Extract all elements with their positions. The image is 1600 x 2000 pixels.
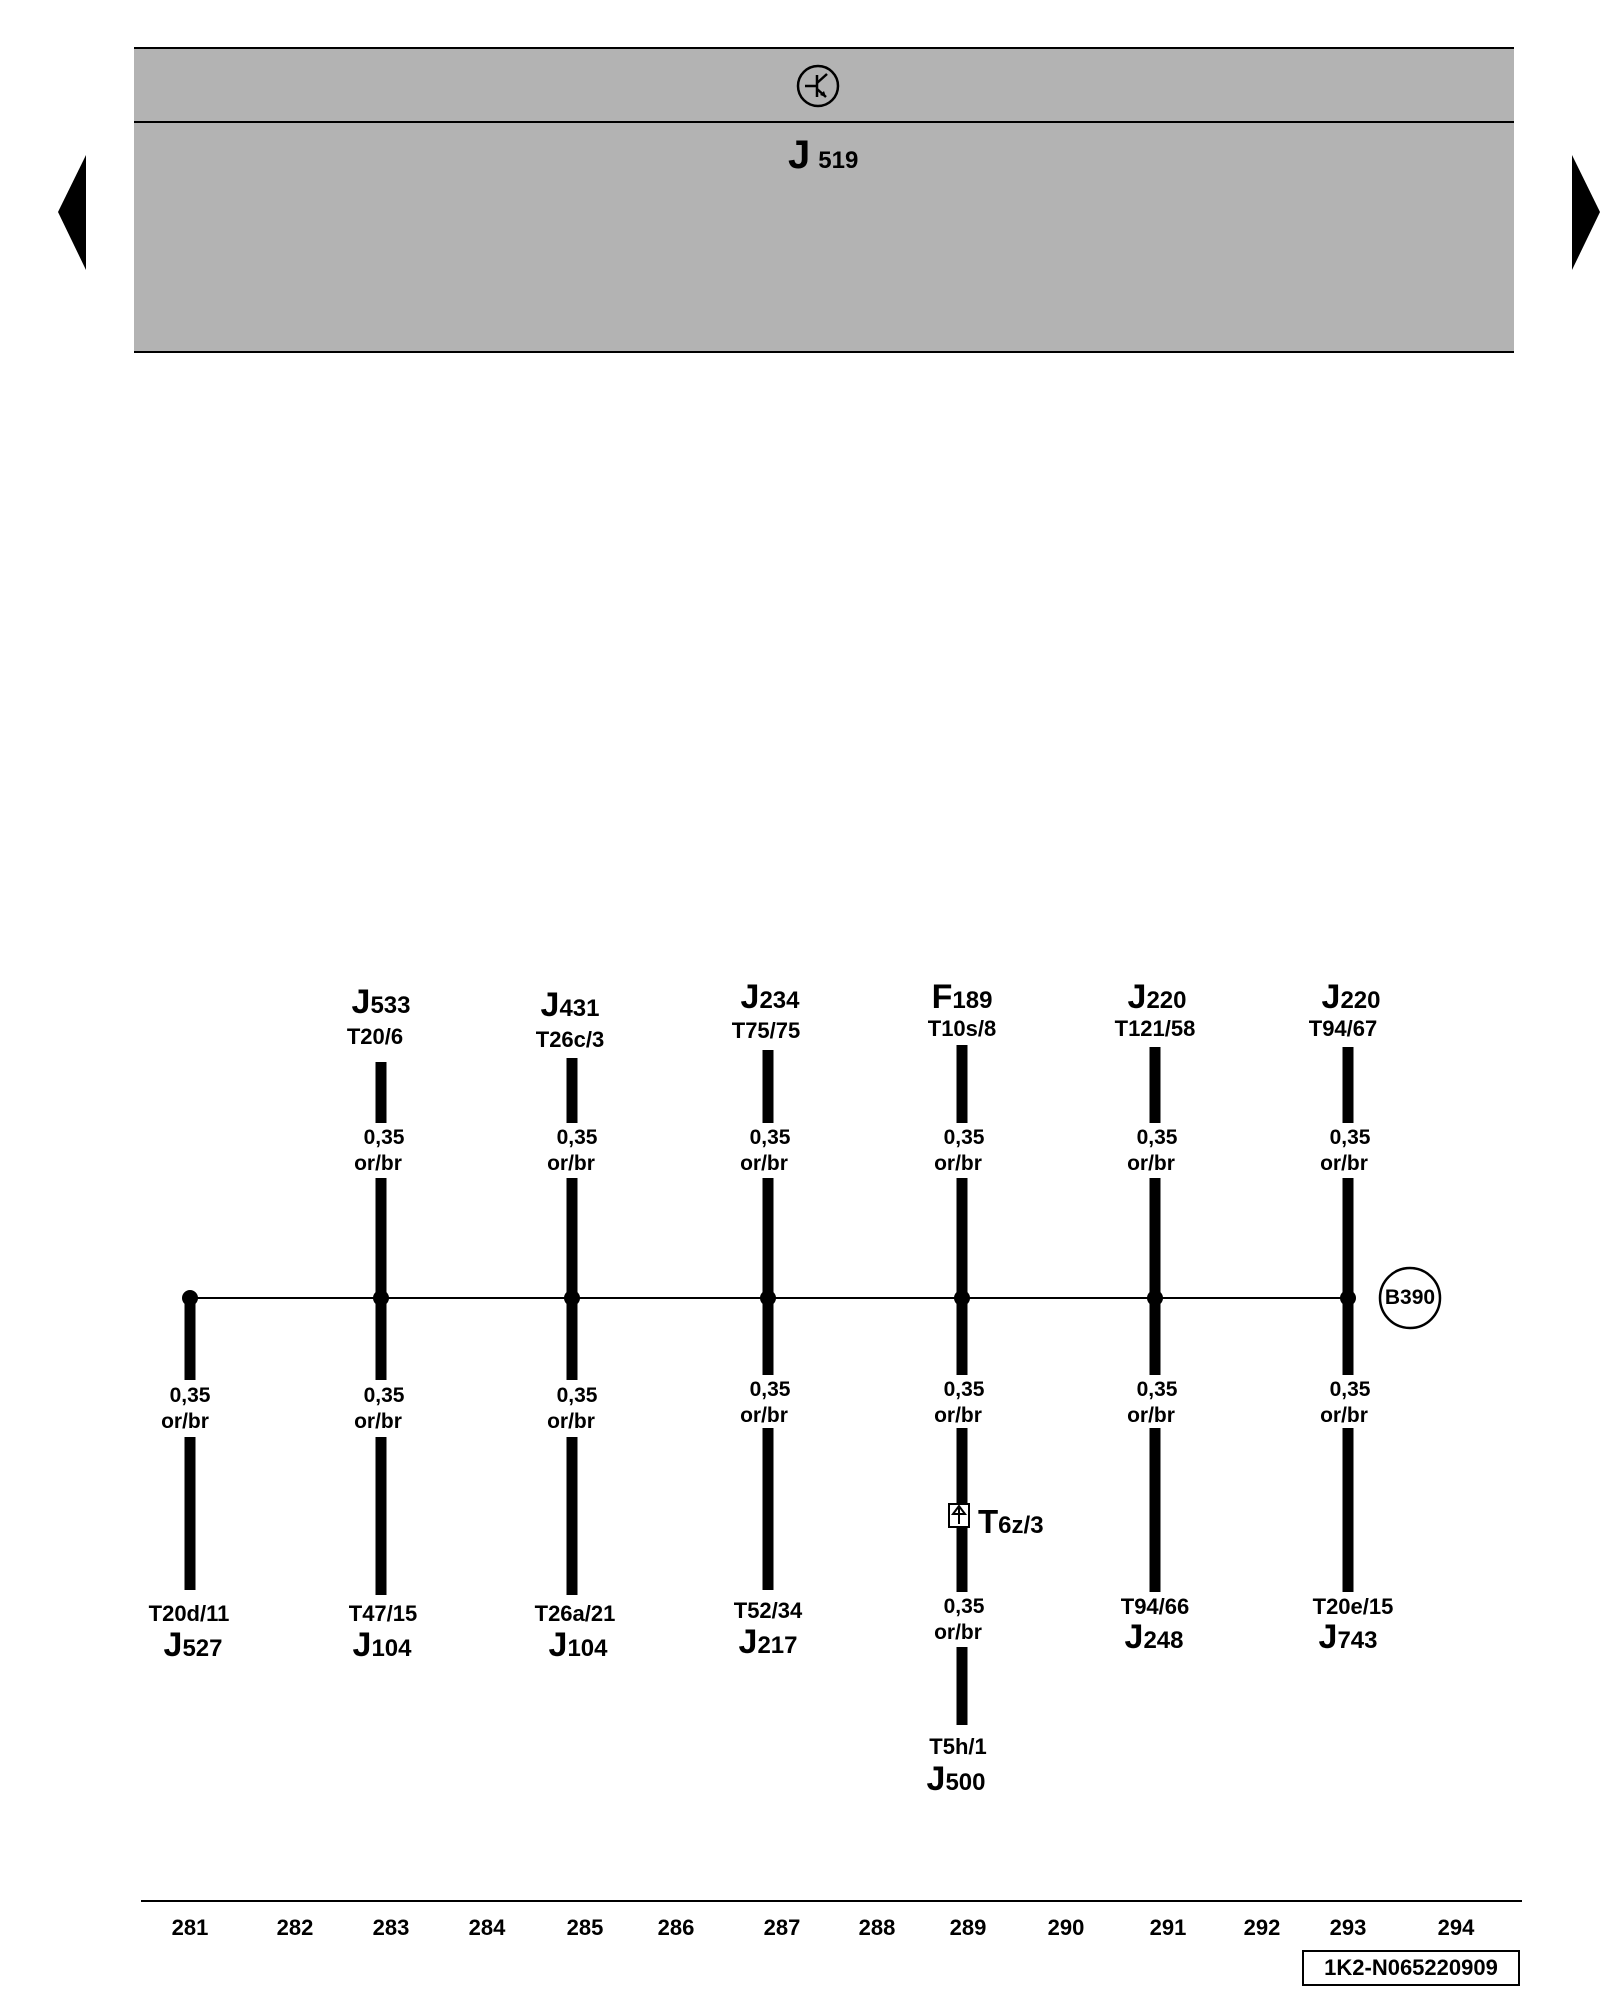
bottom-pin-label: T94/66 [1120, 1594, 1190, 1619]
bus-node [760, 1290, 776, 1306]
axis-number: 287 [763, 1915, 801, 1940]
component-header [134, 47, 1514, 353]
triangle-left-icon[interactable] [58, 155, 88, 270]
wire-gauge: 0,35 [1329, 1126, 1371, 1149]
wire-gauge: 0,35 [1136, 1126, 1178, 1149]
top-component-label: J533 [351, 983, 411, 1021]
wire-gauge: 0,35 [943, 1378, 985, 1401]
top-component-label: F189 [931, 978, 993, 1016]
bus-node [1147, 1290, 1163, 1306]
header-divider [134, 121, 1514, 123]
top-pin-label: T10s/8 [927, 1016, 997, 1041]
top-pin-label: T20/6 [346, 1024, 404, 1049]
wire-color: or/br [1127, 1404, 1175, 1427]
bus-node [1340, 1290, 1356, 1306]
bottom-pin-label: T5h/1 [929, 1734, 987, 1759]
bus-node [954, 1290, 970, 1306]
axis-number: 282 [276, 1915, 314, 1940]
wire-gauge: 0,35 [749, 1378, 791, 1401]
top-pin-label: T121/58 [1114, 1016, 1196, 1041]
bus-node [564, 1290, 580, 1306]
top-component-label: J431 [540, 986, 600, 1024]
top-component-label: J220 [1127, 978, 1187, 1016]
bus-node [373, 1290, 389, 1306]
wire-color: or/br [547, 1152, 595, 1175]
bottom-component-label: J500 [926, 1760, 986, 1798]
axis-number: 286 [657, 1915, 695, 1940]
wire-gauge: 0,35 [1136, 1378, 1178, 1401]
axis-number: 283 [372, 1915, 410, 1940]
connector-arrow-icon [948, 1503, 970, 1528]
axis-number: 284 [468, 1915, 506, 1940]
bottom-component-label: J217 [738, 1623, 798, 1661]
axis-number: 289 [949, 1915, 987, 1940]
wire-color: or/br [934, 1152, 982, 1175]
axis-number: 294 [1437, 1915, 1475, 1940]
axis-number: 291 [1149, 1915, 1187, 1940]
bottom-component-label: J248 [1124, 1618, 1184, 1656]
top-pin-label: T94/67 [1308, 1016, 1378, 1041]
bottom-pin-label: T47/15 [348, 1601, 418, 1626]
bottom-component-label: J104 [352, 1626, 412, 1664]
wire-color: or/br [1127, 1152, 1175, 1175]
top-component-label: J234 [740, 978, 800, 1016]
ground-label: B390 [1384, 1286, 1436, 1309]
bottom-pin-label: T20d/11 [148, 1601, 230, 1626]
bottom-component-label: J527 [163, 1626, 223, 1664]
top-component-label: J220 [1321, 978, 1381, 1016]
wire-color: or/br [740, 1152, 788, 1175]
wire-gauge: 0,35 [1329, 1378, 1371, 1401]
axis-number: 285 [566, 1915, 604, 1940]
wire-gauge: 0,35 [943, 1126, 985, 1149]
wire-gauge: 0,35 [556, 1384, 598, 1407]
bottom-pin-label: T26a/21 [534, 1601, 616, 1626]
wire-color: or/br [934, 1621, 982, 1644]
wire-gauge: 0,35 [556, 1126, 598, 1149]
wire-color: or/br [161, 1410, 209, 1433]
connector-label: T6z/3 [978, 1503, 1044, 1540]
triangle-right-icon[interactable] [1570, 155, 1600, 270]
wire-color: or/br [740, 1404, 788, 1427]
wire-color: or/br [547, 1410, 595, 1433]
wire-gauge: 0,35 [363, 1126, 405, 1149]
bus-node [182, 1290, 198, 1306]
wire-gauge: 0,35 [943, 1595, 985, 1618]
bottom-component-label: J104 [548, 1626, 608, 1664]
wire-color: or/br [934, 1404, 982, 1427]
wire-gauge: 0,35 [169, 1384, 211, 1407]
bottom-pin-label: T20e/15 [1312, 1594, 1394, 1619]
axis-number: 290 [1047, 1915, 1085, 1940]
bottom-component-label: J743 [1318, 1618, 1378, 1656]
axis-number: 281 [171, 1915, 209, 1940]
wire-color: or/br [1320, 1404, 1368, 1427]
bottom-pin-label: T52/34 [733, 1598, 803, 1623]
wire-gauge: 0,35 [749, 1126, 791, 1149]
axis-number: 293 [1329, 1915, 1367, 1940]
ground-point-circle [1378, 1266, 1442, 1330]
wire-color: or/br [1320, 1152, 1368, 1175]
top-pin-label: T75/75 [731, 1018, 801, 1043]
reference-code: 1K2-N065220909 [1302, 1950, 1520, 1986]
axis-number: 292 [1243, 1915, 1281, 1940]
wire-gauge: 0,35 [363, 1384, 405, 1407]
wire-color: or/br [354, 1152, 402, 1175]
top-pin-label: T26c/3 [535, 1027, 605, 1052]
axis-number: 288 [858, 1915, 896, 1940]
wire-color: or/br [354, 1410, 402, 1433]
transistor-in-circle-icon [796, 64, 840, 108]
